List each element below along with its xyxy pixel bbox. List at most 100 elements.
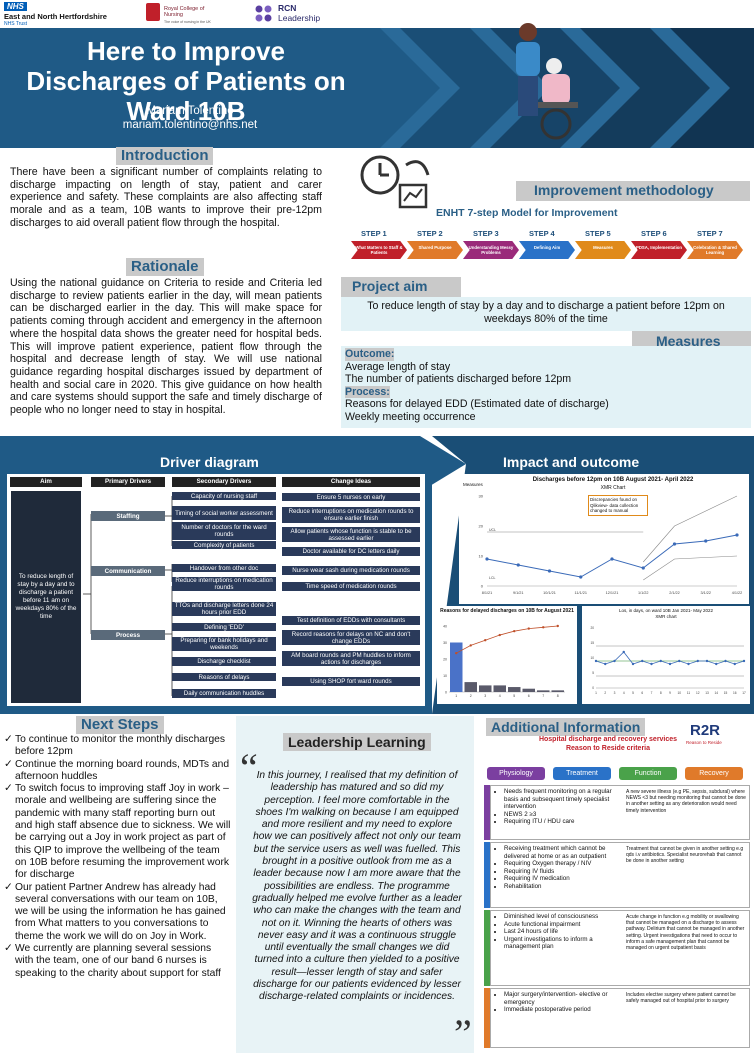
chart2-cumulative-point <box>455 651 458 655</box>
driver-primary-staffing: Staffing <box>91 511 165 521</box>
criteria-tab-recovery[interactable]: Recovery <box>685 767 743 780</box>
author-name: Mariam Tolentino <box>146 105 234 117</box>
quote-open-icon: “ <box>240 745 258 790</box>
step-label-4: STEP 4 <box>529 229 555 238</box>
next-step-item: To switch focus to improving staff Joy i… <box>4 783 232 881</box>
chart2-bar <box>493 685 506 692</box>
step-label-5: STEP 5 <box>585 229 611 238</box>
leadership-title: Leadership Learning <box>283 733 431 751</box>
chart2-bar <box>522 688 535 692</box>
chart3-xtick: 9 <box>669 691 671 695</box>
poster-title: Here to Improve Discharges of Patients o… <box>26 36 346 126</box>
chart1-xtick: 11/1/21 <box>575 591 587 595</box>
rcn-logo-text: Royal College of Nursing <box>164 6 205 18</box>
leadership-dots-icon <box>254 4 274 24</box>
step-label-6: STEP 6 <box>641 229 667 238</box>
header-chevrons <box>0 28 754 148</box>
next-steps-list: To continue to monitor the monthly disch… <box>4 734 232 980</box>
chart2-cumulative-point <box>498 633 501 637</box>
chart2-cumulative-point <box>469 644 472 647</box>
change-idea-9: AM board rounds and PM huddles to inform… <box>282 651 420 666</box>
secondary-driver-10: Discharge checklist <box>172 657 276 666</box>
chart3-xtick: 1 <box>595 691 597 695</box>
step-label-3: STEP 3 <box>473 229 499 238</box>
chart1-title: Discharges before 12pm on 10B August 202… <box>532 477 694 483</box>
chart3-xtick: 5 <box>632 691 634 695</box>
chart3-point <box>715 662 718 666</box>
author-block: Mariam Tolentino mariam.tolentino@nhs.ne… <box>60 104 320 132</box>
criteria-row <box>490 988 750 1048</box>
chart3-xtick: 7 <box>651 691 653 695</box>
methodology-title: Improvement methodology <box>534 182 714 198</box>
chart3-point <box>733 662 736 666</box>
criteria-row-note: Acute change in function e.g mobility or… <box>626 914 745 952</box>
criteria-tab-function[interactable]: Function <box>619 767 677 780</box>
criteria-row-list: Major surgery/intervention- elective or … <box>492 991 620 1014</box>
criteria-item: Diminished level of consciousness <box>504 913 620 921</box>
change-idea-8: Record reasons for delays on NC and don'… <box>282 630 420 645</box>
step-arrow-5: Measures <box>575 241 631 259</box>
next-step-item: Continue the morning board rounds, MDTs … <box>4 759 232 784</box>
chart3-xtick: 13 <box>705 691 709 695</box>
criteria-tab-treatment[interactable]: Treatment <box>553 767 611 780</box>
chart3-xtick: 2 <box>604 691 606 695</box>
chart2-xtick: 7 <box>542 694 544 698</box>
chart1-series-line <box>486 534 738 578</box>
criteria-row-note: Includes elective surgery where patient … <box>626 992 736 1005</box>
secondary-driver-9: Preparing for bank holidays and weekends <box>172 637 276 651</box>
chart1-xtick: 9/1/21 <box>513 591 524 595</box>
change-idea-6: Time speed of medication rounds <box>282 582 420 591</box>
criteria-row <box>490 842 750 908</box>
chart3-xtick: 17 <box>742 691 746 695</box>
criteria-row <box>490 910 750 986</box>
chart3-point <box>705 659 709 663</box>
chart3-xtick: 12 <box>696 691 700 695</box>
chart1-xtick: 3/1/22 <box>700 591 711 595</box>
criteria-item: Last 24 hours of life <box>504 928 620 936</box>
methodology-subtitle: ENHT 7-step Model for Improvement <box>436 207 618 219</box>
quote-close-icon: ” <box>454 1011 472 1056</box>
criteria-row-strip <box>484 910 490 986</box>
driver-primary-process: Process <box>91 630 165 640</box>
introduction-title: Introduction <box>116 147 214 165</box>
chart3-xtick: 10 <box>677 691 681 695</box>
chart2-cumulative-point <box>484 639 487 642</box>
secondary-driver-5: Handover from other doc <box>172 564 276 572</box>
header-banner: NHS East and North Hertfordshire NHS Tru… <box>0 0 754 148</box>
change-idea-4: Doctor available for DC letters daily <box>282 547 420 556</box>
chart2-cumulative-point <box>527 627 530 630</box>
measures-outcome-1: Average length of stay <box>345 360 451 373</box>
secondary-driver-1: Capacity of nursing staff <box>172 492 276 500</box>
step-arrow-3: Understanding Messy Problems <box>463 241 519 259</box>
criteria-item: Urgent investigations to inform a manage… <box>504 936 620 951</box>
chart2-cumulative-point <box>513 629 516 633</box>
step-label-7: STEP 7 <box>697 229 723 238</box>
chart3-xtick: 15 <box>724 691 728 695</box>
rationale-text: Using the national guidance on Criteria … <box>10 277 322 417</box>
criteria-item: Requiring IV medication <box>504 875 620 883</box>
chart2-xtick: 5 <box>513 694 515 698</box>
secondary-driver-11: Reasons of delays <box>172 673 276 681</box>
criteria-tab-physiology[interactable]: Physiology <box>487 767 545 780</box>
chart3-title: Los, in days, on ward 10B Jan 2021- May … <box>618 608 714 613</box>
chart3-point <box>622 650 625 654</box>
secondary-driver-7: TTOs and discharge letters done 24 hours… <box>172 602 276 616</box>
next-steps-title: Next Steps <box>76 716 164 734</box>
author-email[interactable]: mariam.tolentino@nhs.net <box>122 119 258 131</box>
additional-subtitle-1: Hospital discharge and recovery services <box>538 736 678 743</box>
r2r-logo-sub: Reason to Reside <box>686 740 722 745</box>
chart3-xtick: 8 <box>660 691 662 695</box>
chart3-point <box>659 659 662 663</box>
chart1-point <box>610 557 614 561</box>
rcn-crest-icon <box>146 3 160 21</box>
chart3-panel <box>582 606 750 704</box>
secondary-driver-2: Timing of social worker assessment <box>172 506 276 520</box>
chart1-ylabel: Measures <box>463 482 483 487</box>
project-aim-text: To reduce length of stay by a day and to… <box>367 300 725 325</box>
chart2-cumulative-point <box>542 626 545 629</box>
leadership-logo-2: Leadership <box>278 13 321 23</box>
chart2-title: Reasons for delayed discharges on 10B fo… <box>440 608 574 614</box>
chart3-ytick: 20 <box>590 626 594 630</box>
